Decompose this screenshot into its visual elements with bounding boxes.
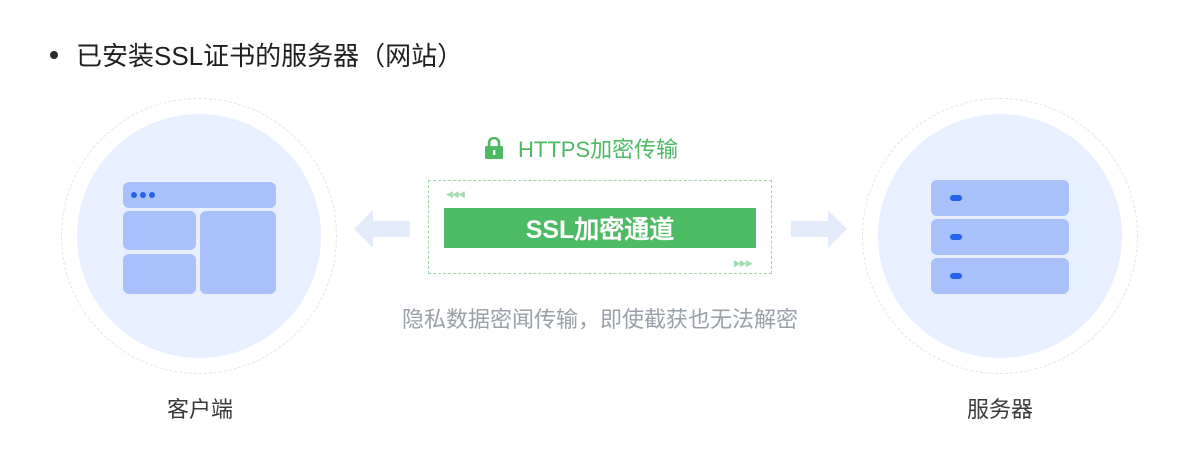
client-label: 客户端	[166, 397, 233, 422]
tunnel-caption: 隐私数据密闻传输，即使截获也无法解密	[401, 307, 798, 332]
window-dot	[131, 192, 137, 198]
browser-pane-bottom-left	[123, 254, 196, 294]
server-led	[950, 234, 962, 240]
server-led	[950, 195, 962, 201]
server-dashed-ring	[862, 98, 1138, 374]
server-led	[950, 273, 962, 279]
server-label: 服务器	[966, 397, 1033, 422]
ssl-tunnel-label: SSL加密通道	[525, 216, 675, 244]
arrow-right-icon	[791, 210, 847, 248]
heading-text: 已安装SSL证书的服务器（网站）	[76, 41, 464, 71]
ssl-tunnel-bar: SSL加密通道	[444, 208, 756, 248]
window-dot	[149, 192, 155, 198]
ssl-tunnel-frame	[428, 180, 772, 274]
lock-icon	[485, 137, 503, 159]
client-circle	[77, 114, 321, 358]
section-heading: 已安装SSL证书的服务器（网站）	[50, 36, 463, 73]
https-label: HTTPS加密传输	[484, 132, 678, 164]
browser-pane-right	[200, 211, 276, 294]
chevrons-left-icon: ◀◀◀	[446, 189, 465, 199]
arrow-left-icon	[354, 210, 410, 248]
browser-pane-top-left	[123, 211, 196, 250]
bullet-point	[50, 50, 58, 59]
window-dot	[140, 192, 146, 198]
chevrons-right-icon: ▶▶▶	[734, 258, 753, 268]
browser-title-bar	[123, 182, 276, 208]
https-label-text: HTTPS加密传输	[518, 137, 679, 162]
client-dashed-ring	[61, 98, 337, 374]
